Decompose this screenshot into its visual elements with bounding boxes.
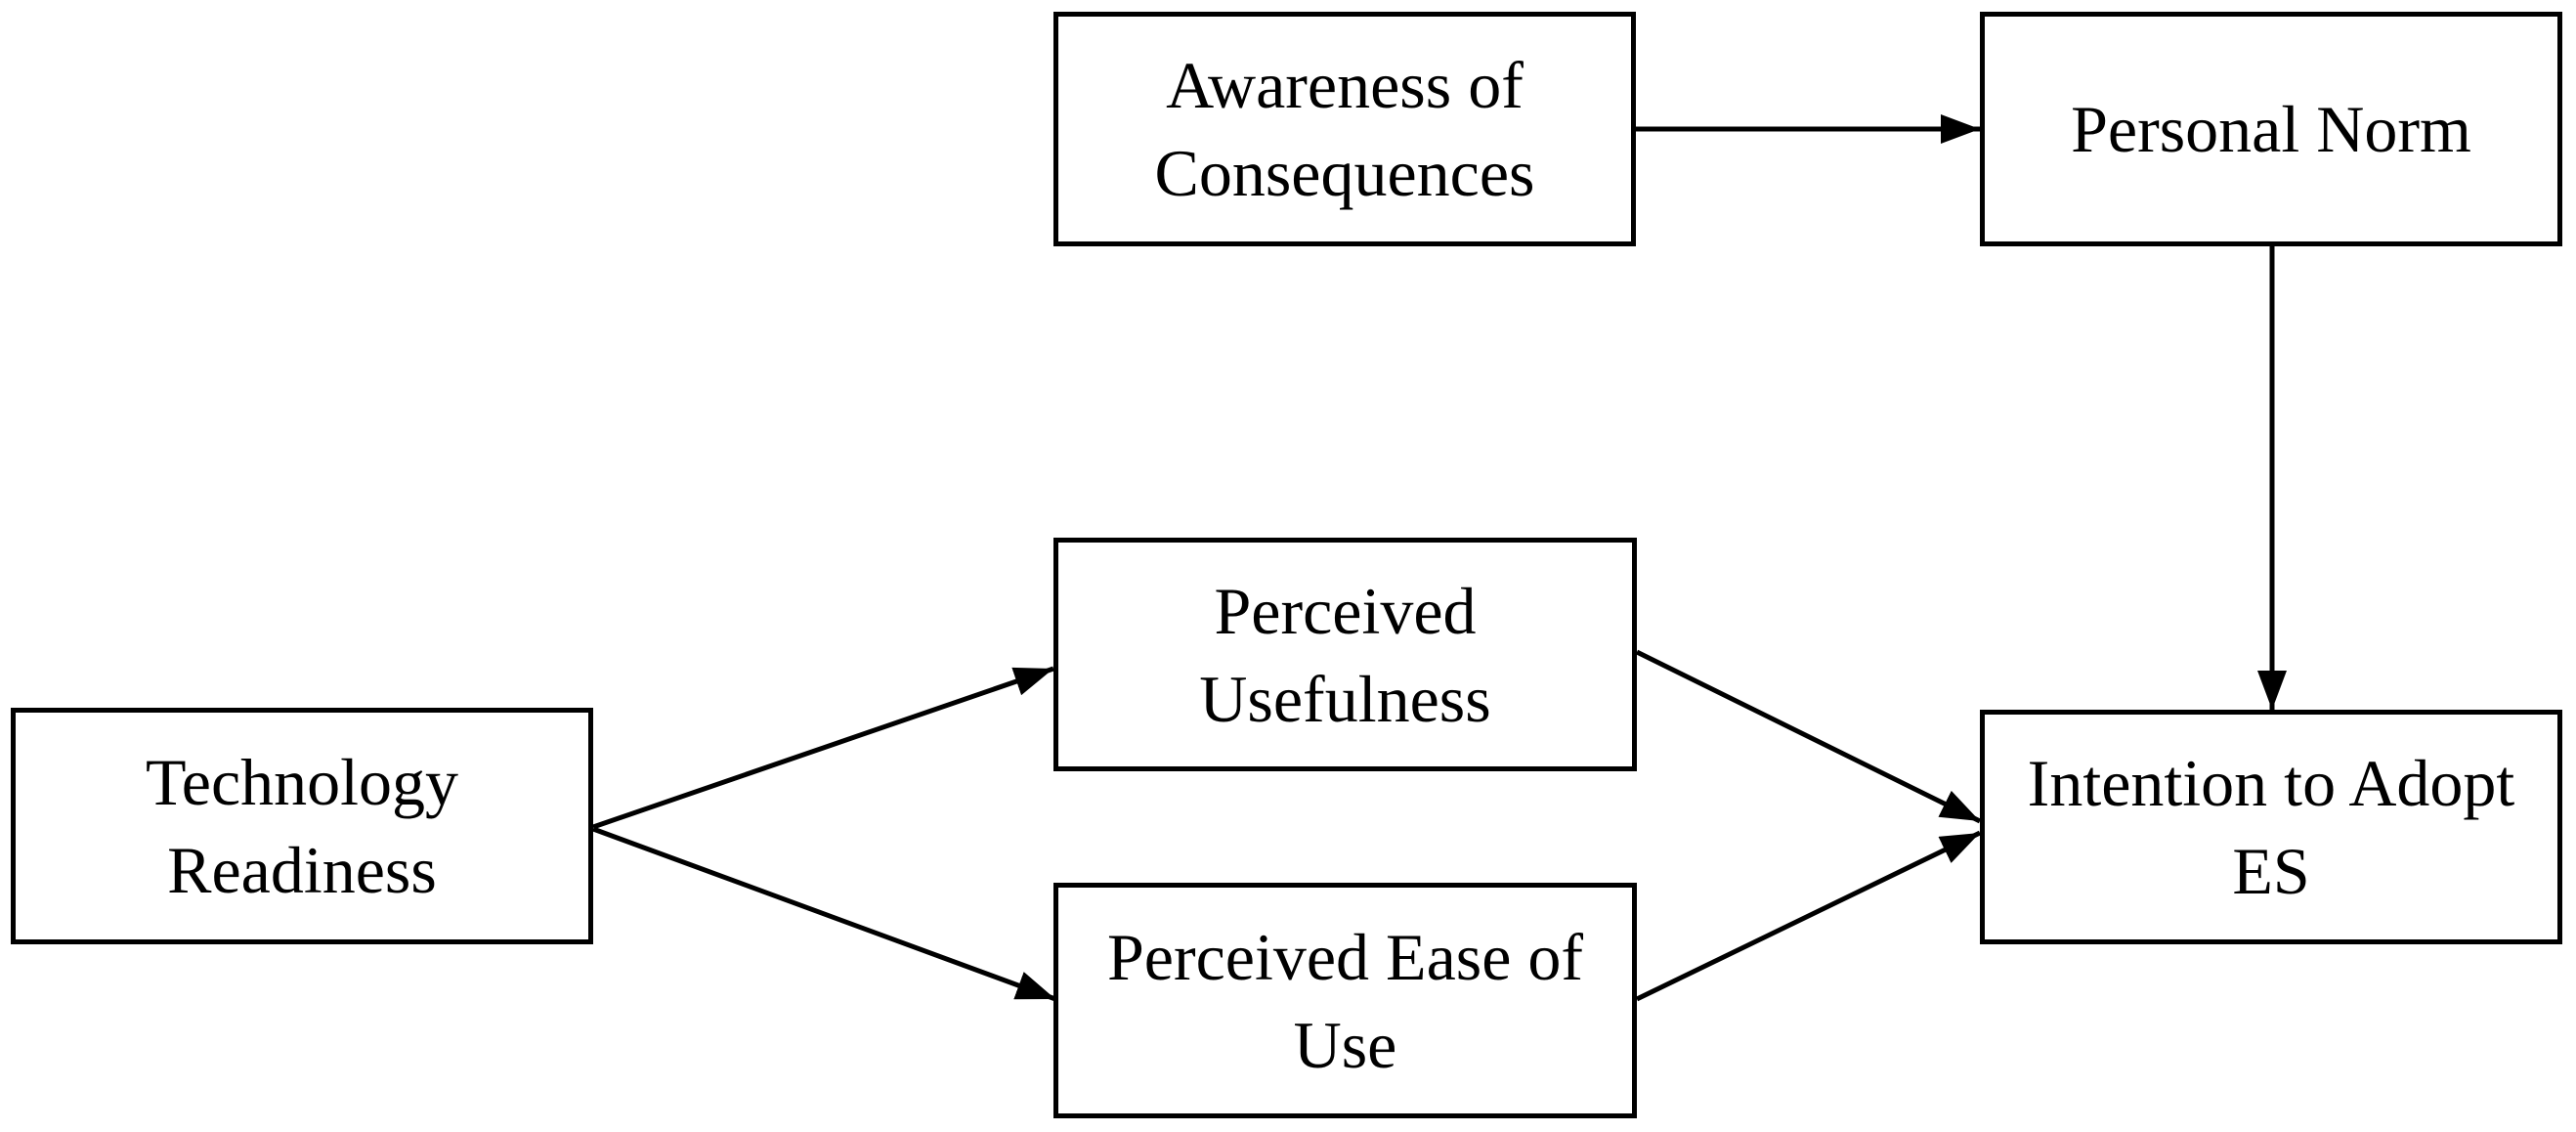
- node-perceived-usefulness: Perceived Usefulness: [1053, 538, 1637, 771]
- node-technology-readiness: Technology Readiness: [11, 708, 593, 944]
- edge-perceived-usefulness-to-intention-arrow: [1635, 649, 1982, 824]
- edge-technology-readiness-to-perceived-usefulness-arrow: [592, 666, 1054, 830]
- node-perceived-ease-of-use-label: Perceived Ease of Use: [1106, 919, 1584, 1082]
- node-intention-to-adopt-es: Intention to Adopt ES: [1980, 710, 2562, 944]
- edge-perceived-ease-to-intention-arrow: [1635, 830, 1982, 1002]
- node-awareness-of-consequences: Awareness of Consequences: [1053, 12, 1636, 246]
- node-technology-readiness-label: Technology Readiness: [145, 745, 459, 907]
- node-perceived-ease-of-use: Perceived Ease of Use: [1053, 883, 1637, 1118]
- node-personal-norm: Personal Norm: [1980, 12, 2562, 246]
- node-personal-norm-label: Personal Norm: [2071, 92, 2471, 166]
- node-awareness-of-consequences-label: Awareness of Consequences: [1154, 48, 1535, 210]
- node-perceived-usefulness-label: Perceived Usefulness: [1199, 573, 1491, 736]
- node-intention-to-adopt-es-label: Intention to Adopt ES: [2027, 746, 2515, 908]
- edge-technology-readiness-to-perceived-ease-arrow: [592, 826, 1056, 1002]
